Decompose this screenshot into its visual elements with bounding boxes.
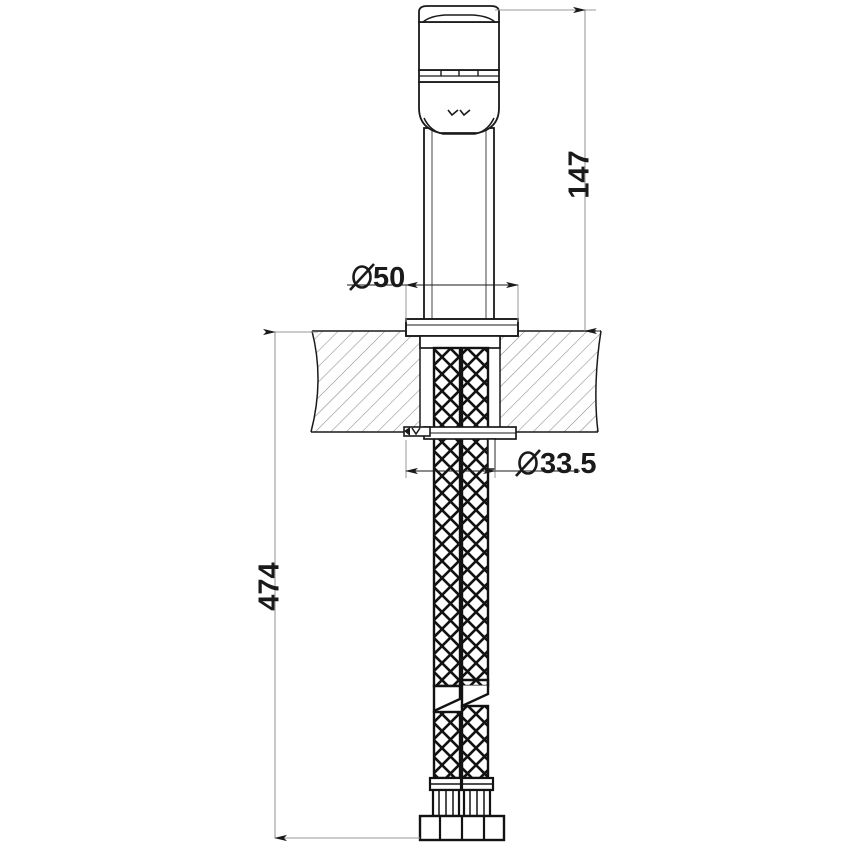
ribbed-ferrule [428,776,495,818]
diameter-symbol-50 [349,263,375,291]
escutcheon-plate [405,318,519,349]
cartridge-collar [418,69,500,83]
dimension-label-dia-33-5: 33.5 [540,448,597,480]
dimension-dia-33-5 [405,440,580,478]
tap-body [423,127,495,324]
braided-hose [432,346,490,688]
neck-shoulder [418,81,500,135]
dimension-474 [263,328,420,842]
diameter-symbol-33-5 [515,449,541,477]
mounting-bracket [403,426,517,470]
hose-break-line [432,678,490,780]
handle-cap [418,5,500,23]
dimension-label-474: 474 [253,562,286,611]
handle-body [418,21,500,71]
dimension-147 [495,6,600,335]
dimension-label-147: 147 [563,150,596,199]
hex-nut-connector [418,814,506,842]
dimension-label-dia-50: 50 [373,262,406,294]
